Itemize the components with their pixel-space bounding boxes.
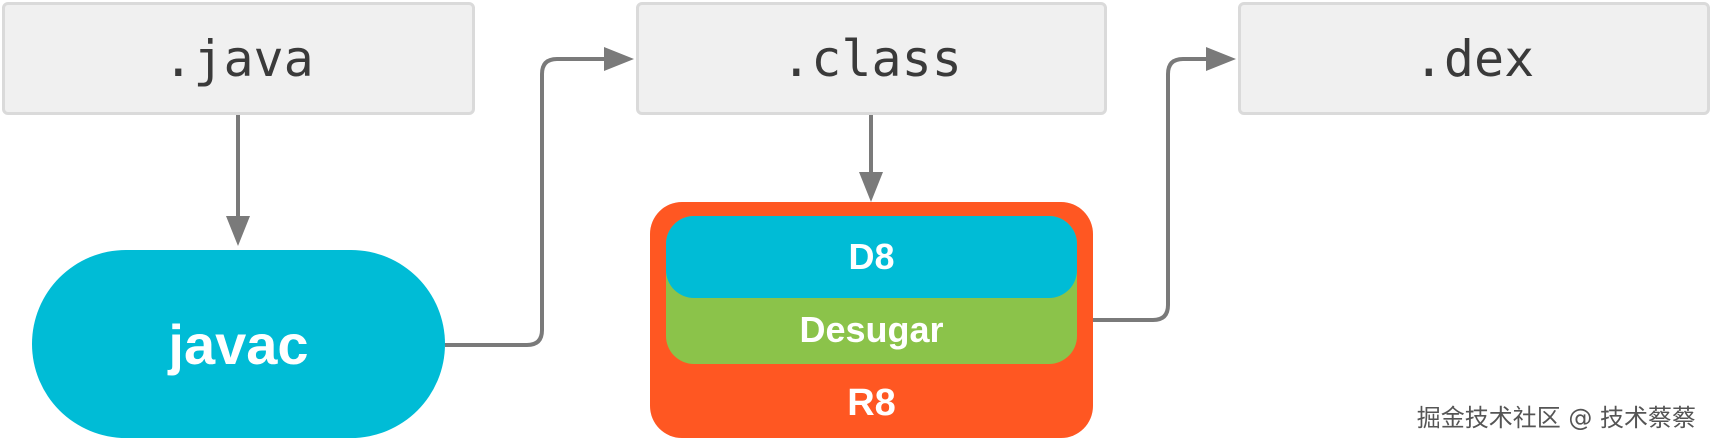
- class-file-label: .class: [781, 29, 962, 88]
- arrow-r8-to-dex: [1093, 47, 1236, 322]
- javac-label: javac: [168, 312, 309, 376]
- arrow-javac-to-class: [445, 47, 634, 347]
- javac-compiler-node: javac: [32, 250, 445, 438]
- java-file-label: .java: [163, 29, 314, 88]
- d8-label: D8: [848, 236, 895, 277]
- arrow-class-to-r8: [859, 115, 883, 202]
- dex-file-box: .dex: [1238, 2, 1710, 115]
- r8-tool-node: D8 Desugar R8: [650, 202, 1093, 438]
- dex-file-label: .dex: [1413, 29, 1535, 88]
- r8-label: R8: [847, 381, 896, 424]
- d8-layer: D8: [666, 216, 1077, 298]
- arrow-java-to-javac: [226, 115, 250, 246]
- class-file-box: .class: [636, 2, 1107, 115]
- watermark-text: 掘金技术社区 @ 技术蔡蔡: [1416, 404, 1696, 432]
- desugar-label: Desugar: [799, 309, 944, 350]
- java-file-box: .java: [2, 2, 475, 115]
- desugar-layer: D8 Desugar: [666, 216, 1077, 364]
